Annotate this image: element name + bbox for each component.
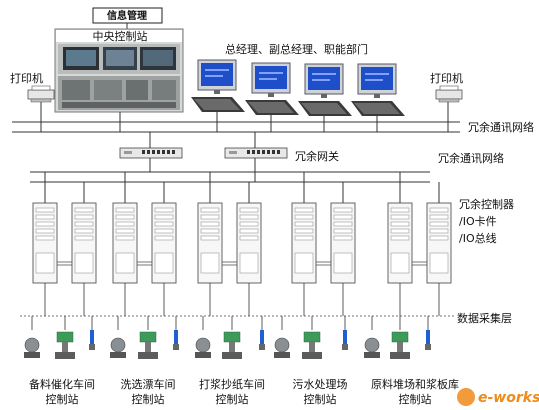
watermark-brand: e-works bbox=[478, 390, 539, 406]
controller-label: 冗余控制器 bbox=[459, 197, 514, 211]
lower-network-label: 冗余通讯网络 bbox=[438, 151, 504, 165]
workstation-4 bbox=[351, 63, 405, 116]
station-1-suffix: 控制站 bbox=[46, 392, 79, 406]
station-5-name: 原料堆场和浆板库 bbox=[371, 377, 459, 391]
management-label: 总经理、副总经理、职能部门 bbox=[225, 42, 368, 56]
printer-right-label: 打印机 bbox=[430, 71, 463, 85]
station-5-suffix: 控制站 bbox=[399, 392, 432, 406]
station-2-suffix: 控制站 bbox=[132, 392, 165, 406]
station-4-suffix: 控制站 bbox=[304, 392, 337, 406]
station-1-name: 备料催化车间 bbox=[29, 377, 95, 391]
io-card-label: /IO卡件 bbox=[459, 215, 497, 228]
workstation-1 bbox=[191, 59, 245, 112]
central-station-label: 中央控制站 bbox=[93, 29, 148, 43]
workstation-3 bbox=[298, 63, 352, 116]
station-4-name: 污水处理场 bbox=[293, 377, 348, 391]
info-management-box: 信息管理 bbox=[92, 7, 163, 24]
gateway-right bbox=[224, 147, 288, 159]
station-3-suffix: 控制站 bbox=[216, 392, 249, 406]
station-3-name: 打浆抄纸车间 bbox=[199, 377, 265, 391]
station-2-name: 洗选漂车间 bbox=[121, 377, 176, 391]
io-bus-label: /IO总线 bbox=[459, 231, 497, 245]
printer-left-icon bbox=[27, 85, 55, 103]
field-instruments bbox=[24, 330, 431, 359]
printer-left-label: 打印机 bbox=[10, 71, 43, 85]
central-control-station: 中央控制站 bbox=[54, 28, 184, 113]
lower-redundant-network bbox=[30, 171, 430, 183]
printer-right-icon bbox=[435, 85, 463, 103]
station-labels: 备料催化车间 控制站 洗选漂车间 控制站 打浆抄纸车间 控制站 污水处理场 控制… bbox=[29, 377, 459, 406]
data-acquisition-label: 数据采集层 bbox=[457, 311, 512, 325]
gateway-label: 冗余网关 bbox=[295, 149, 339, 163]
upper-redundant-network bbox=[12, 102, 460, 133]
workstation-2 bbox=[245, 62, 299, 115]
upper-network-label: 冗余通讯网络 bbox=[468, 120, 534, 134]
gateway-left bbox=[119, 147, 183, 159]
info-management-label: 信息管理 bbox=[107, 9, 147, 22]
eworks-watermark-logo: e-works bbox=[457, 388, 539, 406]
